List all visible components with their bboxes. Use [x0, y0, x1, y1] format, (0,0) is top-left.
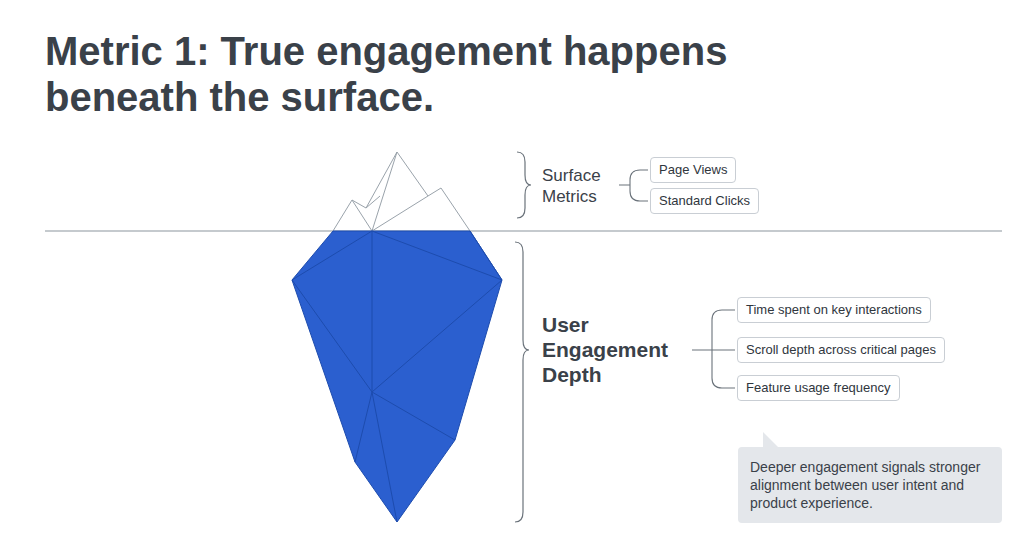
group-label: Surface Metrics	[542, 165, 622, 207]
iceberg-tip	[333, 152, 470, 231]
surface-brace	[517, 152, 531, 218]
node-text: Deeper engagement signals stronger align…	[750, 458, 990, 512]
metric-box: Standard Clicks	[650, 188, 759, 214]
title-text: Metric 1: True engagement happens beneat…	[45, 29, 727, 119]
node-text: Feature usage frequency	[746, 380, 891, 396]
callout-box: Deeper engagement signals stronger align…	[738, 447, 1002, 523]
metric-box: Page Views	[650, 157, 736, 183]
iceberg-body	[292, 231, 502, 522]
group-heading: User Engagement Depth	[542, 312, 687, 387]
node-text: Time spent on key interactions	[746, 302, 922, 318]
depth-brace	[515, 242, 529, 522]
node-text: Page Views	[659, 162, 727, 178]
depth-branch	[692, 310, 735, 388]
node-text: Scroll depth across critical pages	[746, 342, 936, 358]
slide-title: Metric 1: True engagement happens beneat…	[45, 28, 825, 120]
water-line	[45, 230, 1002, 231]
node-text: Standard Clicks	[659, 193, 750, 209]
metric-box: Feature usage frequency	[737, 375, 900, 401]
label-text: Surface Metrics	[542, 166, 601, 206]
label-text: User Engagement Depth	[542, 313, 668, 386]
metric-box: Time spent on key interactions	[737, 297, 931, 323]
metric-box: Scroll depth across critical pages	[737, 337, 945, 363]
surface-branch	[619, 170, 648, 201]
